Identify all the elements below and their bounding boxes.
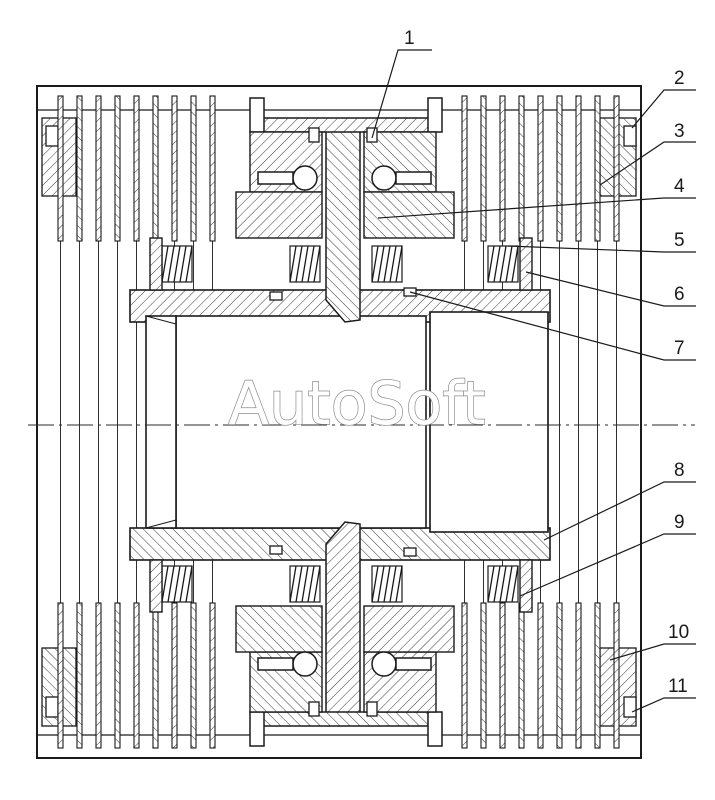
watermark: AutoSoft bbox=[228, 369, 486, 439]
check-balls bbox=[257, 165, 432, 677]
callout-leaders bbox=[371, 49, 696, 713]
callout-9: 9 bbox=[674, 512, 685, 533]
callout-1: 1 bbox=[404, 28, 415, 49]
return-springs bbox=[161, 245, 519, 603]
callout-5: 5 bbox=[674, 230, 685, 251]
callout-8: 8 bbox=[674, 460, 685, 481]
central-drive-plate bbox=[249, 97, 443, 747]
callout-10: 10 bbox=[668, 622, 689, 643]
callout-2: 2 bbox=[674, 68, 685, 89]
spring-retainers bbox=[149, 237, 533, 613]
friction-disc-pack-left bbox=[57, 95, 216, 749]
callout-3: 3 bbox=[674, 121, 685, 142]
callout-7: 7 bbox=[674, 338, 685, 359]
callout-6: 6 bbox=[674, 284, 685, 305]
callout-11: 11 bbox=[668, 676, 688, 697]
callout-numbers: 1 2 3 4 5 6 7 8 9 10 11 bbox=[404, 28, 689, 697]
callout-4: 4 bbox=[674, 176, 685, 197]
